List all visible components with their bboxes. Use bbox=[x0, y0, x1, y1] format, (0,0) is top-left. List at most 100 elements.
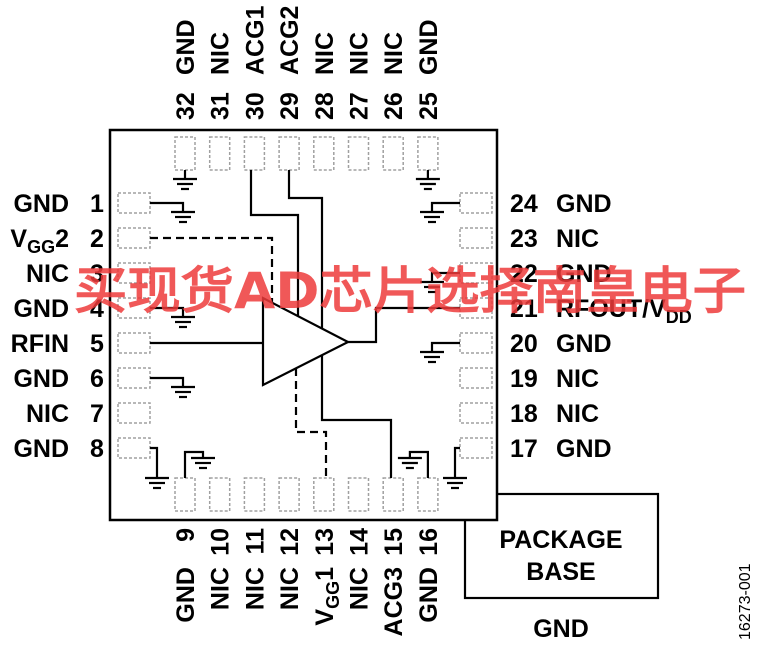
pin-name: GND bbox=[556, 260, 612, 288]
pin-label-31: NIC bbox=[207, 32, 235, 75]
pin-name: GND bbox=[13, 435, 69, 463]
pin-label-18: NIC bbox=[556, 400, 599, 428]
package-base-label-line1: PACKAGE bbox=[499, 526, 622, 554]
pin-label-10: NIC bbox=[207, 567, 235, 610]
pin-label-21: RFOUT/VDD bbox=[556, 295, 692, 327]
pin-name: GND bbox=[415, 19, 443, 75]
pin-number-30: 30 bbox=[241, 92, 269, 120]
pin-name: GND bbox=[172, 567, 200, 623]
traces-layer bbox=[150, 170, 460, 478]
ground-trace-pin-4 bbox=[150, 306, 185, 317]
pin-name-suffix: 1 bbox=[311, 567, 339, 581]
pin-label-20: GND bbox=[556, 330, 612, 358]
ground-symbols-layer bbox=[145, 177, 467, 490]
pin-number-9: 9 bbox=[172, 528, 200, 542]
pad-pin-18 bbox=[459, 402, 493, 424]
pin-name: GND bbox=[556, 330, 612, 358]
pin-label-29: ACG2 bbox=[276, 6, 304, 75]
package-base-label-line2: BASE bbox=[526, 558, 595, 586]
pin-label-27: NIC bbox=[346, 32, 374, 75]
pin-label-32: GND bbox=[172, 19, 200, 75]
pin-name-subscript: DD bbox=[666, 307, 692, 327]
pin-number-28: 28 bbox=[311, 92, 339, 120]
pin-label-7: NIC bbox=[26, 400, 69, 428]
pin-name: GND bbox=[556, 190, 612, 218]
pin-name: GND bbox=[13, 365, 69, 393]
pin-number-4: 4 bbox=[90, 295, 104, 323]
pad-pin-24 bbox=[459, 192, 493, 214]
pin-label-2: VGG2 bbox=[10, 225, 69, 257]
pad-pin-28 bbox=[313, 136, 335, 171]
pin-number-16: 16 bbox=[415, 528, 443, 556]
pin-name: ACG1 bbox=[241, 5, 269, 75]
pin-label-24: GND bbox=[556, 190, 612, 218]
pad-pin-14 bbox=[347, 477, 370, 512]
pin-number-10: 10 bbox=[207, 528, 235, 556]
ground-trace-pin-20 bbox=[430, 341, 460, 352]
pin-name: NIC bbox=[241, 567, 269, 610]
pin-name: ACG3 bbox=[380, 567, 408, 636]
pin-number-11: 11 bbox=[241, 528, 269, 555]
pin-name-subscript: GG bbox=[323, 581, 343, 609]
pin-label-9: GND bbox=[172, 567, 200, 623]
pin-name: GND bbox=[13, 295, 69, 323]
pin-name: GND bbox=[415, 567, 443, 623]
ground-symbol-icon-pin-32 bbox=[173, 177, 197, 191]
pin-name: V bbox=[10, 225, 27, 253]
pin-label-6: GND bbox=[13, 365, 69, 393]
ground-symbol-icon-pin-22 bbox=[420, 280, 444, 294]
ground-trace-pin-9 bbox=[183, 450, 205, 478]
ground-trace-pin-17 bbox=[453, 446, 460, 478]
pin-label-26: NIC bbox=[380, 32, 408, 75]
pin-name: GND bbox=[556, 435, 612, 463]
pin-label-16: GND bbox=[415, 567, 443, 623]
pin-label-1: GND bbox=[13, 190, 69, 218]
pin-number-32: 32 bbox=[172, 92, 200, 120]
pad-pin-11 bbox=[243, 477, 266, 512]
vgg2-trace bbox=[150, 236, 274, 303]
ground-trace-pin-6 bbox=[150, 376, 185, 387]
pad-pin-19 bbox=[459, 367, 493, 389]
ground-symbol-icon-pin-25 bbox=[415, 177, 440, 191]
ground-symbol-icon-pin-9 bbox=[191, 456, 215, 470]
pin-name-suffix: 2 bbox=[55, 225, 69, 253]
ground-trace-pin-8 bbox=[150, 446, 159, 478]
package-base-ground-label: GND bbox=[533, 615, 589, 643]
pin-name: NIC bbox=[26, 400, 69, 428]
ground-trace-pin-22 bbox=[430, 271, 460, 282]
pin-number-19: 19 bbox=[510, 365, 538, 393]
pin-number-12: 12 bbox=[276, 528, 304, 556]
ground-trace-pin-16 bbox=[408, 450, 429, 478]
pad-pin-26 bbox=[382, 136, 404, 171]
acg1-trace bbox=[249, 170, 300, 317]
ground-symbol-icon-pin-20 bbox=[420, 350, 444, 364]
pin-name: RFOUT/V bbox=[556, 295, 666, 323]
ground-symbol-icon-pin-4 bbox=[171, 315, 195, 329]
pin-number-26: 26 bbox=[380, 92, 408, 120]
pin-name: NIC bbox=[26, 260, 69, 288]
pin-label-8: GND bbox=[13, 435, 69, 463]
pin-label-3: NIC bbox=[26, 260, 69, 288]
pin-number-2: 2 bbox=[90, 225, 104, 253]
pin-labels-layer: GND32NIC31ACG130ACG229NIC28NIC27NIC26GND… bbox=[10, 5, 691, 636]
pad-pin-3 bbox=[117, 262, 151, 284]
pin-number-8: 8 bbox=[90, 435, 104, 463]
pin-label-17: GND bbox=[556, 435, 612, 463]
ground-trace-pin-24 bbox=[430, 201, 460, 212]
pin-label-25: GND bbox=[415, 19, 443, 75]
pin-number-25: 25 bbox=[415, 92, 443, 120]
pin-label-30: ACG1 bbox=[241, 5, 269, 75]
pin-label-23: NIC bbox=[556, 225, 599, 253]
pin-name: NIC bbox=[556, 225, 599, 253]
pin-number-31: 31 bbox=[207, 92, 235, 120]
pin-name: NIC bbox=[346, 32, 374, 75]
pad-pin-12 bbox=[278, 477, 300, 512]
pin-label-22: GND bbox=[556, 260, 612, 288]
pin-label-12: NIC bbox=[276, 567, 304, 610]
pin-number-14: 14 bbox=[346, 528, 374, 556]
pin-name: NIC bbox=[556, 365, 599, 393]
ground-symbol-icon-pin-24 bbox=[420, 210, 444, 224]
pin-number-3: 3 bbox=[90, 260, 104, 288]
pin-name: NIC bbox=[207, 567, 235, 610]
